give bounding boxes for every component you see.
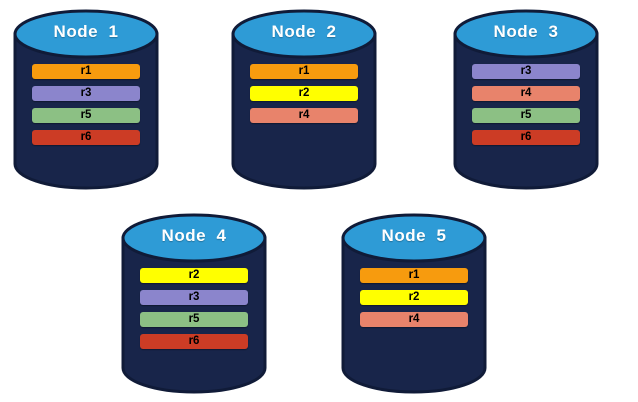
cylinder-top-ellipse bbox=[121, 213, 267, 263]
node-title-label: Node 2 bbox=[271, 22, 337, 41]
cylinder-top-ellipse bbox=[341, 213, 487, 263]
node-content: Node 2 r1 r2 r4 bbox=[230, 8, 378, 190]
shard-bar-r3[interactable]: r3 bbox=[472, 64, 580, 79]
shard-bar-r4[interactable]: r4 bbox=[472, 86, 580, 101]
shard-bar-r4[interactable]: r4 bbox=[360, 312, 468, 327]
database-node-1[interactable]: Node 1 r1 r3 r5 r6 bbox=[12, 8, 160, 190]
database-node-5[interactable]: Node 5 r1 r2 r4 bbox=[340, 212, 488, 394]
node-content: Node 1 r1 r3 r5 r6 bbox=[12, 8, 160, 190]
database-node-2[interactable]: Node 2 r1 r2 r4 bbox=[230, 8, 378, 190]
cylinder-top-ellipse bbox=[231, 9, 377, 59]
shard-bar-r6[interactable]: r6 bbox=[140, 334, 248, 349]
shard-bar-r3[interactable]: r3 bbox=[140, 290, 248, 305]
node-content: Node 4 r2 r3 r5 r6 bbox=[120, 212, 268, 394]
cylinder-top-ellipse bbox=[13, 9, 159, 59]
shard-bar-r5[interactable]: r5 bbox=[472, 108, 580, 123]
shard-bar-r3[interactable]: r3 bbox=[32, 86, 140, 101]
database-node-3[interactable]: Node 3 r3 r4 r5 r6 bbox=[452, 8, 600, 190]
shard-list: r1 r2 r4 bbox=[250, 64, 358, 123]
shard-list: r3 r4 r5 r6 bbox=[472, 64, 580, 145]
shard-list: r1 r3 r5 r6 bbox=[32, 64, 140, 145]
node-title-label: Node 3 bbox=[493, 22, 559, 41]
node-content: Node 5 r1 r2 r4 bbox=[340, 212, 488, 394]
shard-bar-r6[interactable]: r6 bbox=[472, 130, 580, 145]
shard-bar-r2[interactable]: r2 bbox=[360, 290, 468, 305]
shard-bar-r5[interactable]: r5 bbox=[140, 312, 248, 327]
shard-list: r1 r2 r4 bbox=[360, 268, 468, 327]
cylinder-top-ellipse bbox=[453, 9, 599, 59]
shard-bar-r5[interactable]: r5 bbox=[32, 108, 140, 123]
shard-bar-r2[interactable]: r2 bbox=[250, 86, 358, 101]
shard-list: r2 r3 r5 r6 bbox=[140, 268, 248, 349]
node-title-label: Node 4 bbox=[161, 226, 227, 245]
node-content: Node 3 r3 r4 r5 r6 bbox=[452, 8, 600, 190]
node-title-label: Node 1 bbox=[53, 22, 119, 41]
node-title-label: Node 5 bbox=[381, 226, 447, 245]
shard-bar-r1[interactable]: r1 bbox=[32, 64, 140, 79]
shard-bar-r1[interactable]: r1 bbox=[250, 64, 358, 79]
shard-bar-r1[interactable]: r1 bbox=[360, 268, 468, 283]
shard-bar-r4[interactable]: r4 bbox=[250, 108, 358, 123]
database-node-4[interactable]: Node 4 r2 r3 r5 r6 bbox=[120, 212, 268, 394]
shard-bar-r2[interactable]: r2 bbox=[140, 268, 248, 283]
shard-bar-r6[interactable]: r6 bbox=[32, 130, 140, 145]
